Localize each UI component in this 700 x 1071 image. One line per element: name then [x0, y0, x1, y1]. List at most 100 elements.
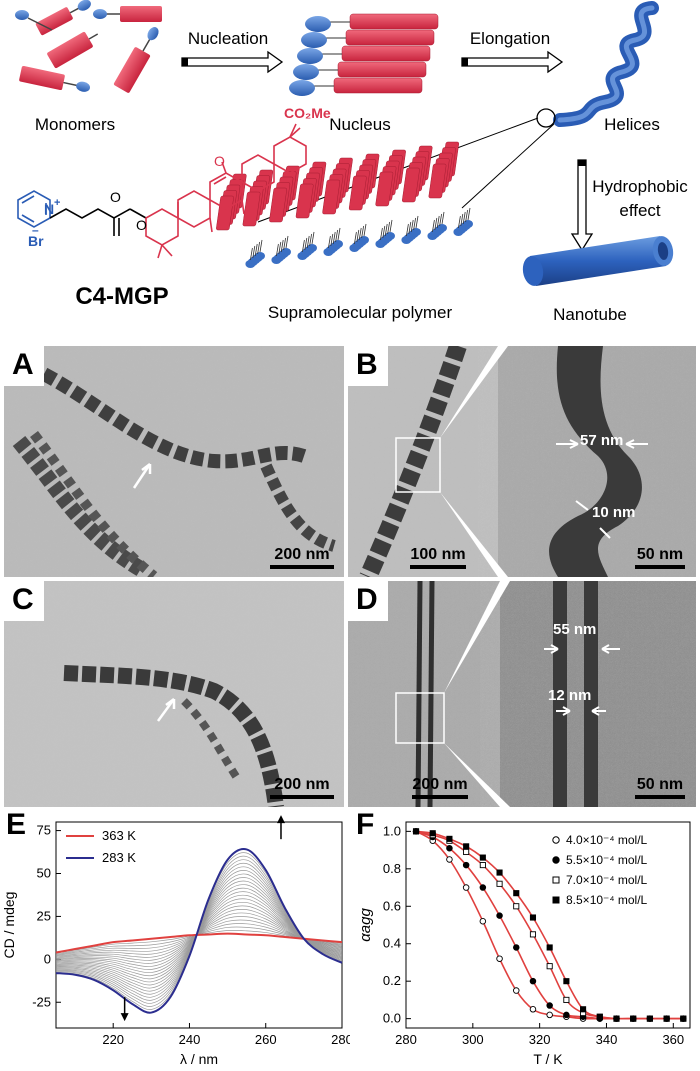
- tem-image-d: [348, 581, 696, 807]
- panel-a: A 200 nm: [4, 346, 344, 577]
- cd-series-cold: [55, 848, 343, 1014]
- panel-c: C 200 nm: [4, 581, 344, 807]
- panel-label-b: B: [348, 346, 388, 386]
- nanotube-label: Nanotube: [553, 305, 627, 324]
- tem-image-a: [4, 346, 344, 577]
- legend-label: 5.5×10⁻⁴ mol/L: [566, 853, 648, 867]
- panel-b: B 57 nm 10 nm 100 nm 50 nm: [348, 346, 696, 577]
- scale-bar-d-left: 200 nm: [400, 776, 480, 799]
- y-tick-label: 0.0: [383, 1011, 401, 1026]
- dim-57nm: 57 nm: [580, 432, 624, 449]
- dim-12nm: 12 nm: [548, 687, 592, 704]
- elongation-arrow: [461, 50, 564, 74]
- data-point: [596, 1013, 603, 1020]
- data-point: [429, 830, 436, 837]
- x-tick-label: 220: [102, 1032, 124, 1047]
- legend-label: 4.0×10⁻⁴ mol/L: [566, 833, 648, 847]
- cd-series-hot: [55, 932, 343, 954]
- data-point: [663, 1015, 670, 1022]
- y-tick-label: 0.8: [383, 861, 401, 876]
- y-tick-label: 0.6: [383, 898, 401, 913]
- x-tick-label: 280: [395, 1032, 417, 1047]
- data-point: [446, 856, 453, 863]
- panel-label-f: F: [356, 808, 375, 841]
- panel-label-d: D: [348, 581, 388, 621]
- x-tick-label: 360: [662, 1032, 684, 1047]
- data-point: [546, 1011, 553, 1019]
- tem-image-b: [348, 346, 696, 577]
- x-tick-label: 260: [255, 1032, 277, 1047]
- arrow-down-head: [120, 1013, 129, 1022]
- scale-text-b-right: 50 nm: [636, 546, 684, 563]
- elongation-label: Elongation: [470, 29, 550, 48]
- co2me-label: CO₂Me: [284, 105, 331, 121]
- legend-label: 363 K: [102, 828, 136, 843]
- nucleus-label: Nucleus: [329, 115, 390, 134]
- monomers-icon: [15, 0, 162, 93]
- minus-label: –: [32, 223, 39, 237]
- y-tick-label: 0.2: [383, 973, 401, 988]
- legend-marker: [552, 896, 560, 904]
- data-point: [479, 862, 486, 869]
- supramolecular-polymer-icon: [216, 141, 473, 268]
- data-point: [529, 931, 537, 938]
- compound-label: C4-MGP: [75, 283, 168, 310]
- data-point: [563, 996, 570, 1003]
- data-point: [563, 978, 570, 985]
- hydrophobic-arrow: [570, 159, 594, 252]
- ester-carbonyl-o: O: [110, 189, 121, 205]
- panel-d: D 55 nm 12 nm 200 nm 50 nm: [348, 581, 696, 807]
- panel-label-a: A: [4, 346, 44, 386]
- legend-marker: [552, 876, 560, 884]
- hydrophobic-label-1: Hydrophobic: [592, 177, 688, 196]
- tem-image-c: [4, 581, 344, 807]
- data-point: [646, 1015, 653, 1022]
- data-point: [529, 914, 537, 921]
- x-tick-label: 240: [179, 1032, 201, 1047]
- scale-bar-c: 200 nm: [264, 776, 340, 799]
- data-point: [446, 835, 453, 842]
- plus-label: +: [54, 197, 60, 209]
- data-point: [613, 1015, 620, 1022]
- supramolecular-label: Supramolecular polymer: [268, 303, 453, 322]
- y-tick-label: 75: [37, 823, 51, 838]
- c4-mgp-structure: [17, 123, 307, 259]
- data-point: [630, 1015, 637, 1022]
- y-axis-label: αagg: [357, 908, 374, 942]
- data-point: [463, 848, 470, 856]
- legend-label: 7.0×10⁻⁴ mol/L: [566, 873, 648, 887]
- data-point: [496, 912, 503, 919]
- y-axis-label: CD / mdeg: [1, 892, 17, 959]
- self-assembly-scheme: Monomers Nucleation Nucleus Elongation: [15, 0, 688, 324]
- scale-text-d-left: 200 nm: [412, 776, 468, 793]
- scale-text-b-left: 100 nm: [410, 546, 466, 563]
- data-point: [580, 1006, 587, 1013]
- scale-bar-a: 200 nm: [264, 546, 340, 569]
- data-point: [680, 1015, 687, 1022]
- data-point: [529, 977, 537, 985]
- data-point: [412, 828, 420, 835]
- data-point: [563, 1011, 570, 1019]
- data-point: [546, 1002, 553, 1009]
- data-point: [479, 884, 487, 891]
- x-axis-label: T / K: [533, 1051, 563, 1067]
- data-point: [446, 844, 453, 852]
- data-point: [479, 918, 487, 925]
- x-tick-label: 300: [462, 1032, 484, 1047]
- oxo-label: O: [214, 153, 225, 169]
- panel-label-e: E: [6, 808, 27, 841]
- x-axis-label: λ / nm: [180, 1051, 218, 1067]
- scale-bar-b-left: 100 nm: [400, 546, 476, 569]
- y-tick-label: -25: [32, 994, 51, 1009]
- data-point: [462, 861, 470, 869]
- legend-label: 8.5×10⁻⁴ mol/L: [566, 893, 648, 907]
- data-point: [496, 955, 503, 962]
- y-tick-label: 1.0: [383, 823, 401, 838]
- nucleation-label: Nucleation: [188, 29, 268, 48]
- x-tick-label: 320: [529, 1032, 551, 1047]
- n-plus-label: N: [44, 201, 54, 217]
